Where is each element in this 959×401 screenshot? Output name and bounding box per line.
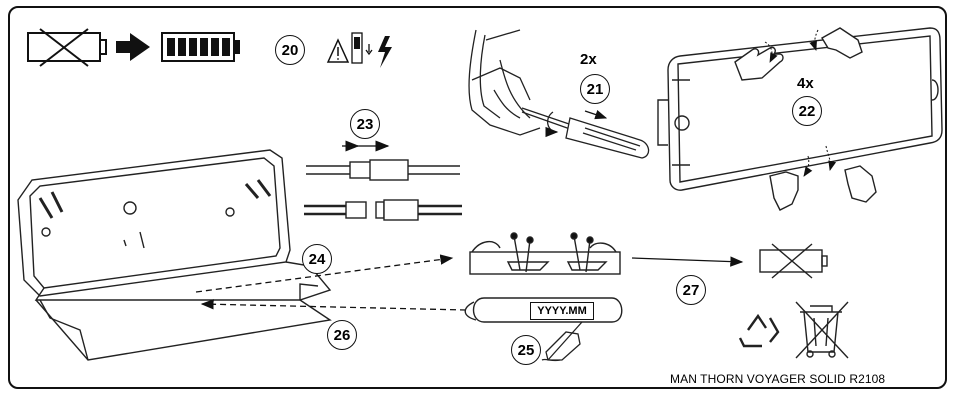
full-battery-icon	[161, 32, 240, 62]
screws-multiplier: 2x	[580, 51, 597, 68]
luminaire-base	[17, 149, 332, 361]
clips-multiplier: 4x	[797, 75, 814, 92]
recycle-icon	[738, 313, 780, 348]
crossed-bin-icon	[795, 301, 849, 359]
step-23-badge: 23	[350, 109, 380, 139]
step27-arrow	[631, 256, 744, 267]
step-20-badge: 20	[275, 35, 305, 65]
crossed-battery-icon	[759, 243, 828, 279]
step-26-badge: 26	[327, 320, 357, 350]
warning-triangle-icon	[326, 38, 350, 63]
switch-off-icon	[351, 32, 373, 64]
step-24-badge: 24	[302, 244, 332, 274]
luminaire-detail-left	[468, 29, 541, 136]
lightning-icon	[378, 36, 392, 68]
pen-hand-icon	[541, 321, 583, 362]
connector-icon	[304, 140, 462, 221]
diagram-frame	[8, 6, 947, 389]
step26-arrow	[200, 299, 467, 311]
footer-text: MAN THORN VOYAGER SOLID R2108	[670, 372, 886, 386]
empty-battery-crossed-icon	[27, 28, 107, 67]
hand-icon	[734, 27, 877, 211]
step24-arrow	[195, 254, 454, 293]
date-label: YYYY.MM	[530, 302, 594, 320]
clip-direction-arrows	[764, 29, 837, 177]
step-22-badge: 22	[792, 96, 822, 126]
arrow-right-icon	[116, 33, 150, 61]
step-21-badge: 21	[580, 74, 610, 104]
step-27-badge: 27	[676, 275, 706, 305]
turn-arrow	[584, 110, 608, 120]
step-25-badge: 25	[511, 335, 541, 365]
screwdriver-icon	[521, 107, 650, 159]
